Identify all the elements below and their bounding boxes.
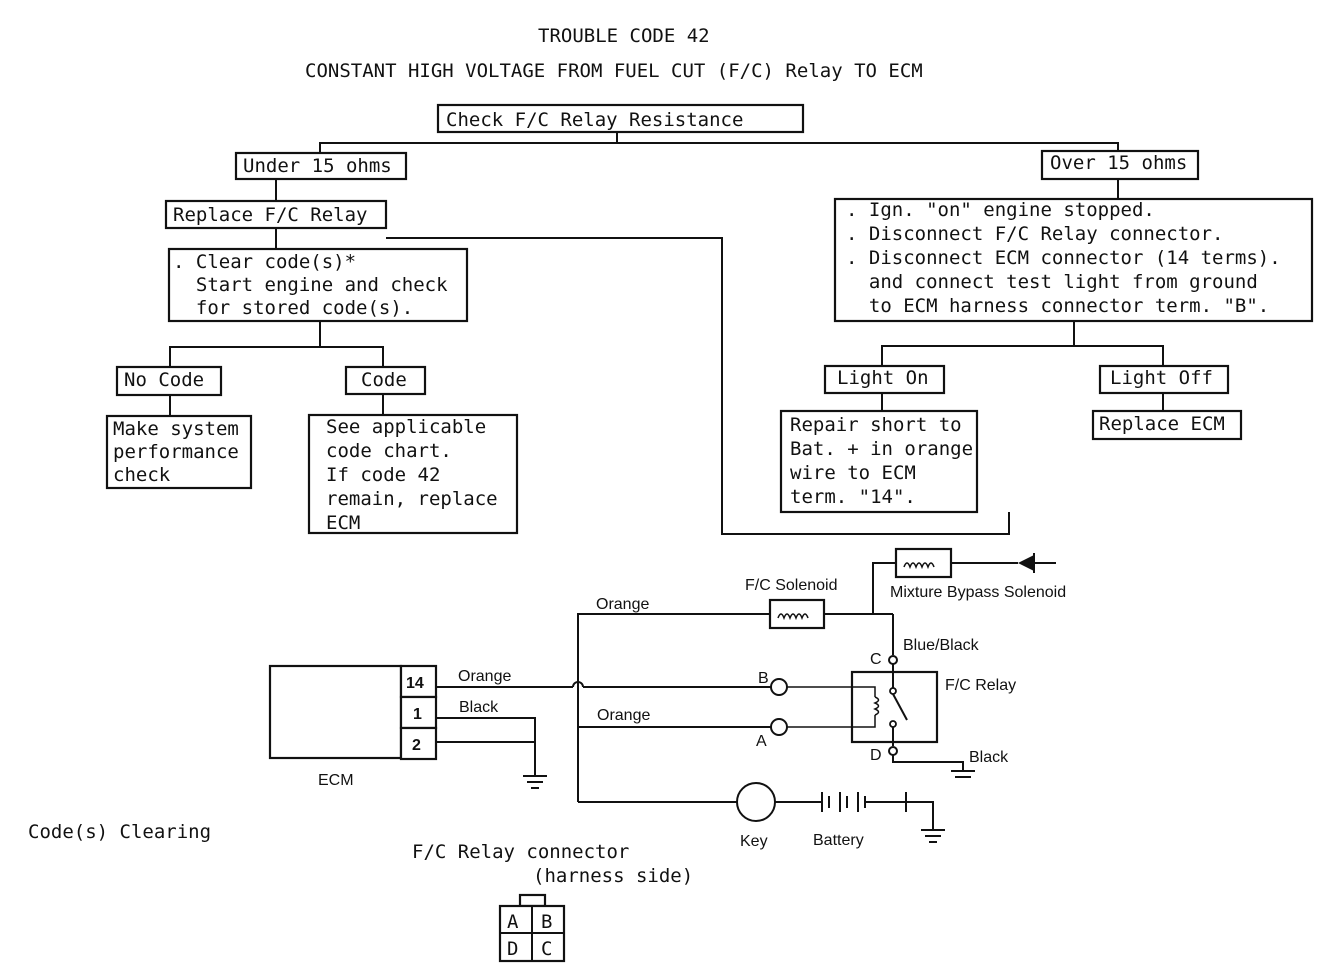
ignition-step-2: . Disconnect F/C Relay connector. [846,223,1224,245]
ignition-steps-box: . Ign. "on" engine stopped. . Disconnect… [833,197,1314,323]
mixture-bypass-solenoid: Mixture Bypass Solenoid [872,547,1066,614]
ecm-label: ECM [318,772,354,789]
over-15-ohms-box: Over 15 ohms [1040,149,1200,181]
ecm-wiring [436,681,772,789]
fc-relay: B A C D F/C Relay [756,613,1016,778]
connector-pin-a: A [507,911,519,933]
see-chart-line-4: remain, replace [326,488,498,510]
repair-short-box: Repair short to Bat. + in orange wire to… [779,409,979,514]
fc-relay-connector: F/C Relay connector (harness side) A B D… [412,841,693,963]
see-chart-line-1: See applicable [326,416,486,438]
battery-label: Battery [813,832,864,849]
wire-label-orange-3: Orange [597,707,650,724]
code-box: Code [344,365,427,396]
repair-short-line-4: term. "14". [790,486,916,508]
ecm-pin-14: 14 [406,675,424,692]
wire-label-black-1: Black [459,699,499,716]
ignition-step-1: . Ign. "on" engine stopped. [846,199,1155,221]
ecm-pin-2: 2 [412,737,421,754]
check-resistance-label: Check F/C Relay Resistance [446,109,743,131]
perf-check-line-1: Make system [113,418,239,440]
wire-label-blue-black: Blue/Black [903,637,980,654]
connector-title: F/C Relay connector [412,841,629,863]
connector-pin-c: C [541,938,552,960]
ignition-step-4: and connect test light from ground [846,271,1258,293]
light-off-label: Light Off [1110,367,1213,389]
clear-codes-line-3: for stored code(s). [173,297,413,319]
page-title: TROUBLE CODE 42 [538,25,710,47]
code-label: Code [361,369,407,391]
page-subtitle: CONSTANT HIGH VOLTAGE FROM FUEL CUT (F/C… [305,60,923,82]
relay-term-a: A [756,733,767,750]
repair-short-line-3: wire to ECM [790,462,916,484]
repair-short-line-1: Repair short to [790,414,962,436]
perf-check-line-2: performance [113,441,239,463]
replace-ecm-label: Replace ECM [1099,413,1225,435]
light-on-label: Light On [837,367,929,389]
repair-short-line-2: Bat. + in orange [790,438,973,460]
wire-label-orange-1: Orange [596,596,649,613]
no-code-label: No Code [124,369,204,391]
fc-solenoid-label: F/C Solenoid [745,577,838,594]
no-code-box: No Code [115,365,223,397]
fc-relay-label: F/C Relay [945,677,1016,694]
see-chart-line-3: If code 42 [326,464,440,486]
flow-connectors [169,132,1164,535]
light-on-box: Light On [823,364,946,395]
replace-relay-box: Replace F/C Relay [164,199,388,230]
ignition-step-3: . Disconnect ECM connector (14 terms). [846,247,1281,269]
fc-solenoid: F/C Solenoid [745,577,873,630]
check-resistance-box: Check F/C Relay Resistance [436,103,805,134]
connector-subtitle: (harness side) [533,865,693,887]
wire-labels: Orange Orange Black Orange Blue/Black Bl… [458,596,1009,766]
see-chart-box: See applicable code chart. If code 42 re… [307,413,519,535]
codes-clearing-heading: Code(s) Clearing [28,821,211,843]
replace-relay-label: Replace F/C Relay [173,204,367,226]
mixture-bypass-label: Mixture Bypass Solenoid [890,584,1066,601]
relay-term-c: C [870,651,882,668]
clear-codes-line-1: . Clear code(s)* [173,251,356,273]
under-15-ohms-box: Under 15 ohms [234,151,408,181]
relay-term-d: D [870,747,882,764]
key-battery-circuit: Key Battery [736,782,945,850]
ecm-module: 14 1 2 ECM [268,664,438,789]
ecm-pin-1: 1 [413,706,422,723]
see-chart-line-5: ECM [326,512,360,534]
perf-check-box: Make system performance check [105,414,253,490]
connector-pin-d: D [507,938,518,960]
ignition-step-5: to ECM harness connector term. "B". [846,295,1269,317]
relay-term-b: B [758,670,769,687]
clear-codes-line-2: Start engine and check [173,274,448,296]
perf-check-line-3: check [113,464,171,486]
orange-bus [577,613,772,803]
light-off-box: Light Off [1098,364,1230,395]
replace-ecm-box: Replace ECM [1091,409,1243,441]
clear-codes-box: . Clear code(s)* Start engine and check … [167,247,469,323]
wire-label-orange-2: Orange [458,668,511,685]
see-chart-line-2: code chart. [326,440,452,462]
wire-label-black-2: Black [969,749,1009,766]
under-15-ohms-label: Under 15 ohms [243,155,392,177]
connector-pin-b: B [541,911,552,933]
over-15-ohms-label: Over 15 ohms [1050,152,1187,174]
key-label: Key [740,833,768,850]
